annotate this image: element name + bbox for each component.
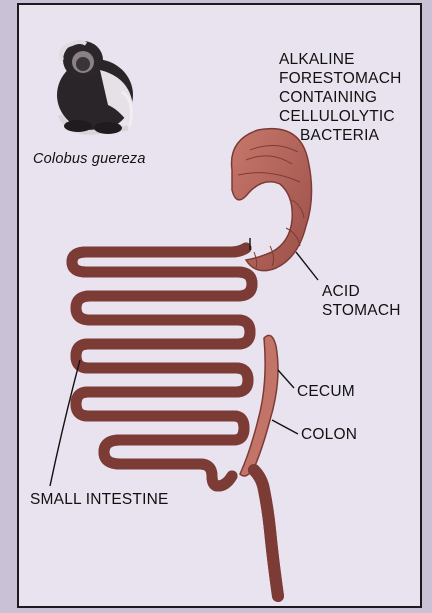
label-forestomach: ALKALINE FORESTOMACH CONTAINING CELLULOL… <box>279 50 401 145</box>
species-name: Colobus guereza <box>33 150 146 169</box>
label-acid-stomach: ACID STOMACH <box>322 282 401 320</box>
label-colon: COLON <box>301 425 357 444</box>
colon <box>254 470 278 596</box>
pointer-small-intestine <box>50 360 80 486</box>
small-intestine <box>72 248 252 486</box>
cecum <box>240 335 278 476</box>
monkey-illustration <box>57 41 133 134</box>
pointer-colon <box>272 420 298 434</box>
pointer-acid-stomach-line <box>296 252 318 280</box>
label-small-intestine: SMALL INTESTINE <box>30 490 169 509</box>
label-cecum: CECUM <box>297 382 355 401</box>
pointer-cecum <box>278 370 294 388</box>
